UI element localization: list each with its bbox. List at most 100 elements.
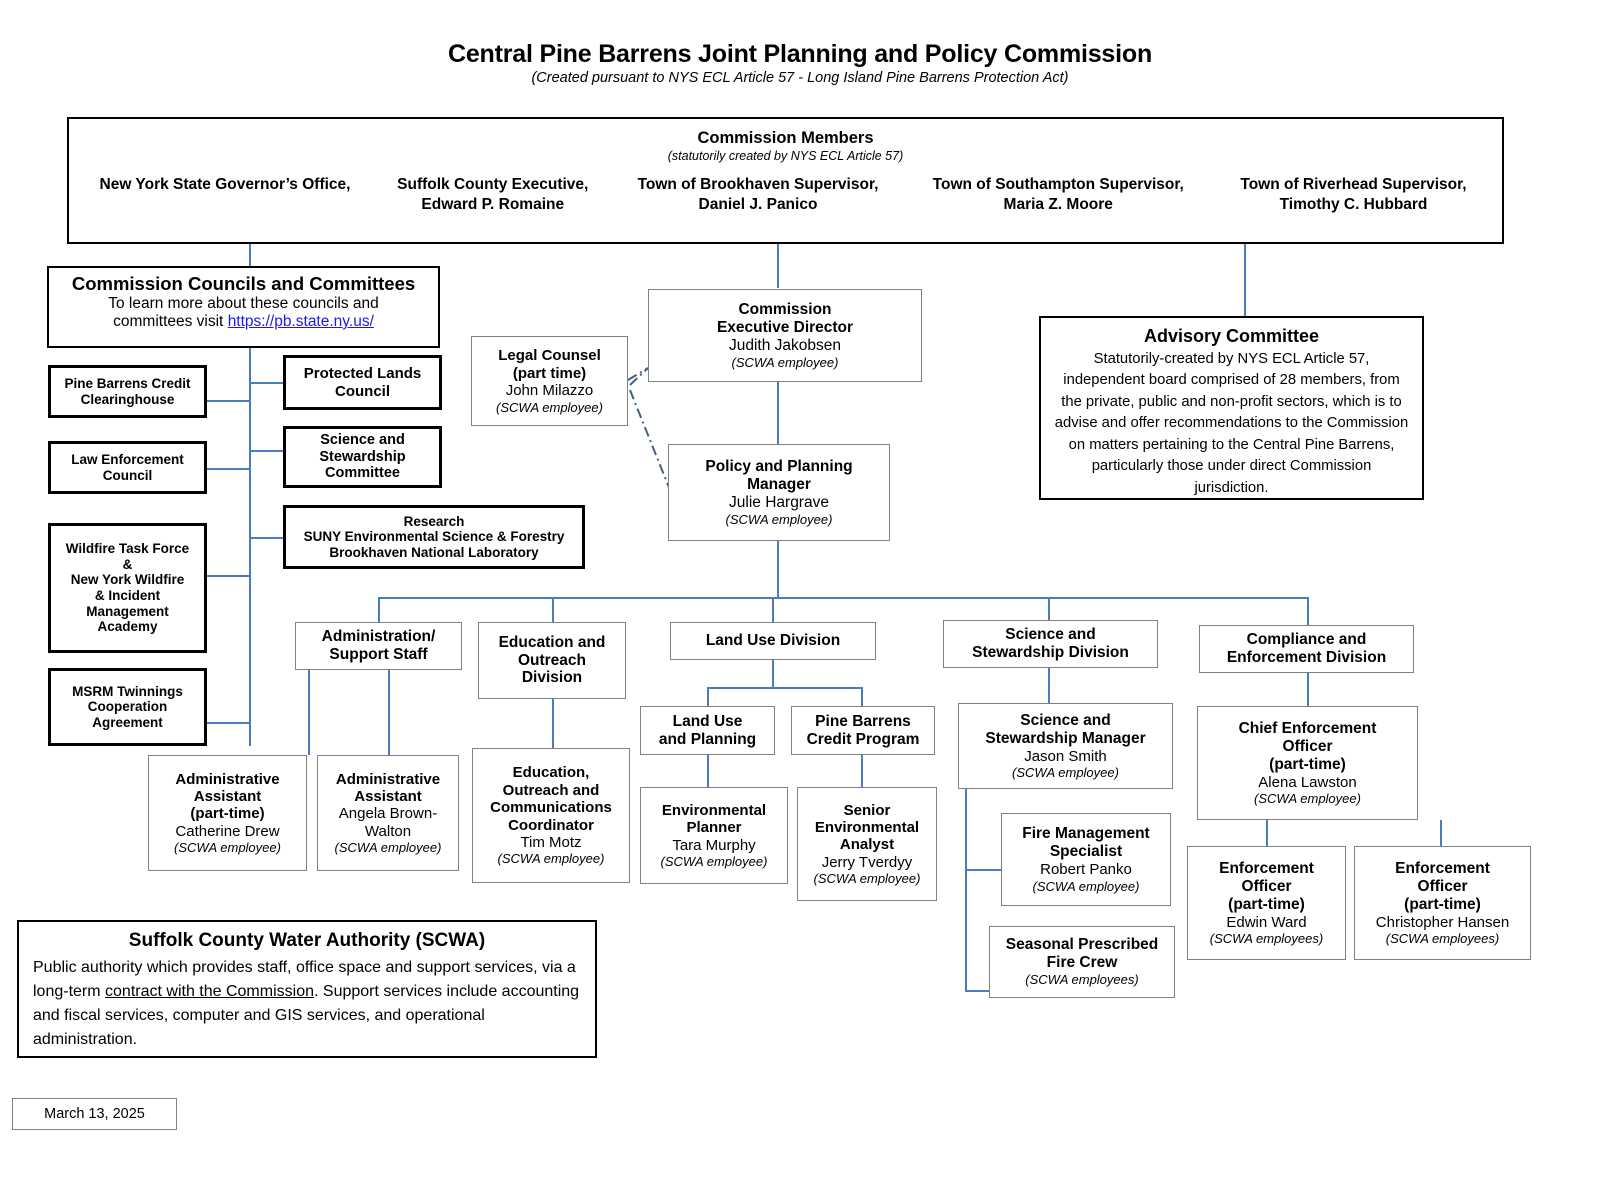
staff-title2: Officer	[1241, 877, 1292, 895]
councils-website-link[interactable]: https://pb.state.ny.us/	[227, 313, 374, 330]
division-education-outreach: Education and Outreach Division	[478, 622, 626, 699]
scwa-body-line4: services, and operational administration…	[33, 1007, 485, 1048]
legal-counsel-title2: (part time)	[512, 364, 587, 382]
division-label-line1: Administration/	[321, 628, 436, 646]
division-land-use: Land Use Division	[670, 622, 876, 660]
council-label-line2: Cooperation	[87, 699, 168, 715]
staff-title1: Seasonal Prescribed	[1005, 936, 1159, 954]
staff-title3: (part-time)	[1269, 755, 1346, 773]
council-label-line2: Clearinghouse	[80, 391, 175, 407]
connector-land-use-planning-to-planner	[707, 755, 709, 787]
staff-note: (SCWA employee)	[1032, 878, 1140, 894]
connector-land-use-stem	[772, 660, 774, 687]
staff-title4: Coordinator	[508, 816, 594, 834]
connector-to-fire-specialist	[965, 869, 1001, 871]
council-label-line5: Management	[86, 603, 169, 619]
exec-director-title1: Commission	[738, 301, 832, 318]
staff-note: (SCWA employee)	[1012, 765, 1119, 781]
member-name: Maria Z. Moore	[1003, 196, 1113, 214]
committee-science-stewardship: Science and Stewardship Committee	[283, 426, 442, 488]
staff-title1: Chief Enforcement	[1238, 719, 1377, 737]
policy-manager-note: (SCWA employee)	[725, 511, 833, 527]
exec-director-title2: Executive Director	[716, 318, 854, 336]
research-box: Research SUNY Environmental Science & Fo…	[283, 505, 585, 569]
division-label-line2: Enforcement Division	[1226, 649, 1387, 666]
councils-panel-title: Commission Councils and Committees	[71, 273, 416, 294]
connector-admin-right-branch	[388, 670, 390, 755]
staff-title3: (part-time)	[1404, 895, 1481, 913]
commission-member: New York State Governor’s Office,	[85, 175, 365, 195]
commission-members-note: (statutorily created by NYS ECL Article …	[667, 149, 904, 163]
staff-title3: Analyst	[839, 836, 895, 854]
policy-manager-name: Julie Hargrave	[729, 493, 829, 511]
member-name: Daniel J. Panico	[698, 196, 818, 214]
staff-title3: (part-time)	[1228, 895, 1305, 913]
staff-title2: Fire Crew	[1046, 954, 1118, 972]
exec-director-note: (SCWA employee)	[731, 354, 839, 370]
staff-senior-environmental-analyst: Senior Environmental Analyst Jerry Tverd…	[797, 787, 937, 901]
advisory-committee-title: Advisory Committee	[1143, 326, 1320, 346]
staff-note: (SCWA employees)	[1025, 972, 1139, 988]
division-label-line1: Education and	[498, 633, 606, 651]
staff-name: Jerry Tverdyy	[821, 853, 913, 871]
exec-director-name: Judith Jakobsen	[728, 336, 842, 354]
staff-name: Robert Panko	[1040, 861, 1132, 879]
staff-seasonal-prescribed-fire-crew: Seasonal Prescribed Fire Crew (SCWA empl…	[989, 926, 1175, 998]
staff-enforcement-officer-2: Enforcement Officer (part-time) Christop…	[1354, 846, 1531, 960]
staff-note: (SCWA employee)	[334, 840, 442, 856]
council-label-line1: MSRM Twinnings	[72, 683, 183, 699]
connector-admin-left-branch	[308, 670, 310, 755]
scwa-panel-title: Suffolk County Water Authority (SCWA)	[128, 930, 486, 951]
footer-date-box: March 13, 2025	[12, 1098, 177, 1130]
connector-to-msrm	[207, 722, 251, 724]
staff-title1: Enforcement	[1219, 859, 1314, 877]
member-role: Suffolk County Executive,	[397, 176, 589, 193]
division-label-line2: Stewardship Division	[972, 644, 1129, 661]
council-label-line1: Law Enforcement	[71, 451, 184, 467]
staff-name-line1: Angela Brown-	[338, 805, 438, 823]
staff-title2: Assistant	[193, 788, 262, 806]
councils-spine	[249, 348, 251, 746]
committee-label-line2: Stewardship	[319, 448, 406, 465]
connector-bus-to-administration	[378, 597, 380, 622]
scwa-body-line2-post: . Support	[314, 983, 379, 1000]
unit-label-line2: Credit Program	[806, 730, 920, 748]
staff-title2: Assistant	[354, 788, 422, 806]
connector-to-wildfire-task-force	[207, 575, 251, 577]
policy-manager-title1: Policy and Planning	[705, 458, 853, 475]
connector-members-to-councils	[249, 244, 251, 266]
connector-bus-to-science	[1048, 597, 1050, 620]
staff-title2: Officer	[1417, 877, 1468, 895]
connector-to-pbc-clearinghouse	[207, 400, 251, 402]
connector-compliance-to-chief	[1307, 673, 1309, 706]
connector-to-science-committee	[249, 450, 283, 452]
council-label-line1: Wildfire Task Force	[65, 541, 190, 557]
division-label-line1: Compliance and	[1246, 631, 1367, 649]
advisory-committee-box: Advisory Committee Statutorily-created b…	[1039, 316, 1424, 500]
connector-land-use-split	[707, 687, 863, 689]
scwa-contract-phrase: contract with the Commission	[105, 983, 314, 1000]
executive-director-box: Commission Executive Director Judith Jak…	[648, 289, 922, 382]
policy-planning-manager-box: Policy and Planning Manager Julie Hargra…	[668, 444, 890, 541]
council-label-line1: Pine Barrens Credit	[64, 375, 191, 391]
council-label-line1: Protected Lands	[303, 365, 422, 383]
councils-panel-line1: To learn more about these councils and	[108, 295, 379, 312]
division-administration: Administration/ Support Staff	[295, 622, 462, 670]
research-line2: SUNY Environmental Science & Forestry	[303, 529, 565, 545]
scwa-panel: Suffolk County Water Authority (SCWA) Pu…	[17, 920, 597, 1058]
scwa-panel-body: Public authority which provides staff, o…	[33, 956, 581, 1052]
connector-pbc-to-analyst	[861, 755, 863, 787]
staff-education-outreach-coordinator: Education, Outreach and Communications C…	[472, 748, 630, 883]
staff-note: (SCWA employees)	[1209, 931, 1324, 947]
connector-education-to-coordinator	[552, 699, 554, 748]
staff-enforcement-officer-1: Enforcement Officer (part-time) Edwin Wa…	[1187, 846, 1346, 960]
member-name: Edward P. Romaine	[421, 196, 565, 214]
connector-bus-to-education	[552, 597, 554, 622]
scwa-body-line3: services include accounting and fiscal s…	[33, 983, 580, 1024]
staff-title2: Planner	[686, 819, 742, 837]
member-name: Timothy C. Hubbard	[1279, 196, 1428, 214]
staff-title2: Stewardship Manager	[985, 729, 1146, 747]
council-protected-lands: Protected Lands Council	[283, 355, 442, 410]
staff-name: Tim Motz	[520, 834, 582, 852]
commission-member: Town of Southampton Supervisor, Maria Z.…	[916, 175, 1201, 215]
